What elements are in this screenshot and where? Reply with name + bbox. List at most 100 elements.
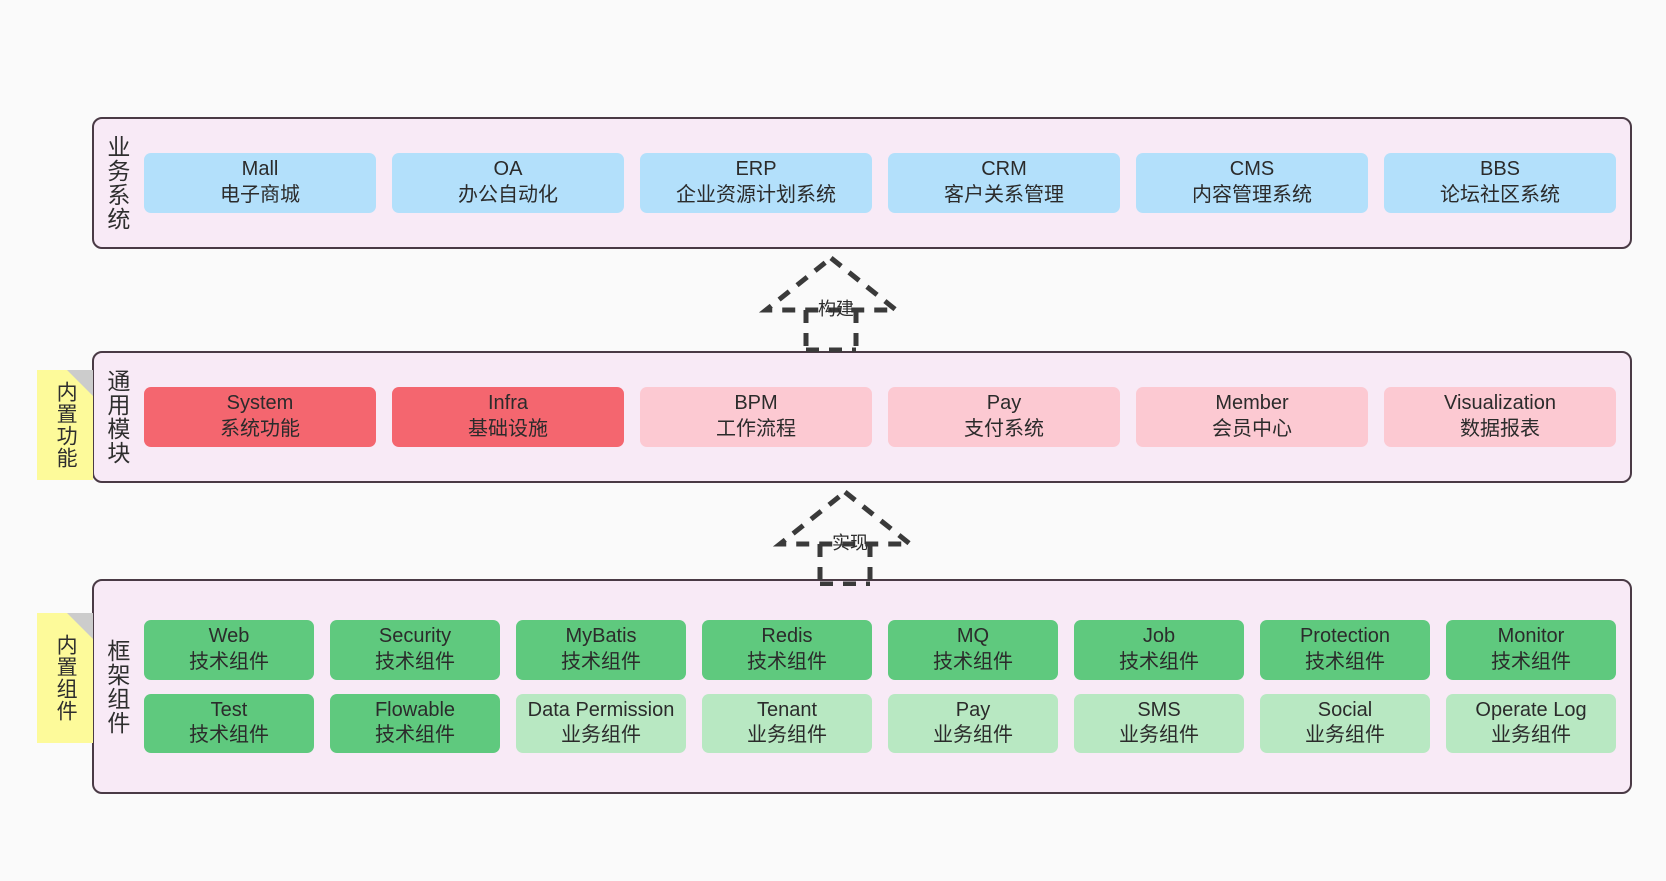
note-builtin-function: 内置功能 <box>37 370 93 480</box>
component-card-sms[interactable]: SMS 业务组件 <box>1074 693 1244 753</box>
component-card-subtitle: 技术组件 <box>561 650 641 673</box>
component-card-subtitle: 技术组件 <box>375 650 455 673</box>
component-card-title: Web <box>208 625 250 648</box>
component-card-bpm[interactable]: BPM 工作流程 <box>640 387 872 447</box>
component-card-subtitle: 技术组件 <box>1119 650 1199 673</box>
component-card-pay[interactable]: Pay 业务组件 <box>888 693 1058 753</box>
component-card-subtitle: 技术组件 <box>375 724 455 747</box>
layer-title-framework-component: 框架组件 <box>103 638 130 735</box>
connector-implement-label: 实现 <box>832 533 868 553</box>
component-card-subtitle: 业务组件 <box>747 724 827 747</box>
layer-title-business-system: 业务系统 <box>103 135 130 231</box>
component-card-subtitle: 工作流程 <box>716 418 796 440</box>
component-card-mall[interactable]: Mall 电子商城 <box>144 153 376 213</box>
component-card-title: Pay <box>955 698 991 721</box>
component-card-title: Social <box>1317 698 1373 721</box>
component-card-subtitle: 业务组件 <box>1119 724 1199 747</box>
component-card-subtitle: 技术组件 <box>1305 650 1385 673</box>
component-card-subtitle: 内容管理系统 <box>1192 184 1312 206</box>
component-card-visualization[interactable]: Visualization 数据报表 <box>1384 387 1616 447</box>
component-card-title: Redis <box>761 625 813 648</box>
component-card-title: BPM <box>734 392 778 415</box>
component-card-title: Member <box>1215 392 1289 415</box>
component-card-cms[interactable]: CMS 内容管理系统 <box>1136 153 1368 213</box>
component-card-title: Security <box>378 625 452 648</box>
component-card-title: Operate Log <box>1475 698 1587 721</box>
component-card-title: MQ <box>956 625 990 648</box>
component-card-title: Flowable <box>374 698 456 721</box>
component-card-subtitle: 企业资源计划系统 <box>676 184 836 206</box>
note-builtin-function-text: 内置功能 <box>54 381 78 469</box>
component-card-title: SMS <box>1137 698 1181 721</box>
connector-implement <box>770 486 920 587</box>
layer-common-module: 通用模块 System 系统功能 Infra 基础设施 BPM 工作流程 Pay 支付系统 Me… <box>92 351 1632 483</box>
component-card-title: System <box>226 392 294 415</box>
component-card-title: Tenant <box>756 698 818 721</box>
note-builtin-component-text: 内置组件 <box>54 634 78 722</box>
component-card-test[interactable]: Test 技术组件 <box>144 693 314 753</box>
connector-build <box>756 252 906 353</box>
component-card-subtitle: 技术组件 <box>1491 650 1571 673</box>
component-card-subtitle: 数据报表 <box>1460 418 1540 440</box>
component-card-title: CRM <box>981 158 1027 181</box>
component-card-subtitle: 业务组件 <box>1305 724 1385 747</box>
component-card-subtitle: 业务组件 <box>561 724 641 747</box>
component-card-title: Mall <box>241 158 279 181</box>
component-card-title: Visualization <box>1444 392 1556 415</box>
component-card-title: BBS <box>1479 158 1521 181</box>
component-card-subtitle: 技术组件 <box>189 724 269 747</box>
component-card-subtitle: 技术组件 <box>747 650 827 673</box>
layer-title-common-module: 通用模块 <box>103 369 130 465</box>
component-card-title: OA <box>493 158 523 181</box>
component-card-operate-log[interactable]: Operate Log 业务组件 <box>1446 693 1616 753</box>
note-builtin-component: 内置组件 <box>37 613 93 743</box>
component-card-title: ERP <box>735 158 777 181</box>
component-card-subtitle: 基础设施 <box>468 418 548 440</box>
component-card-subtitle: 支付系统 <box>964 418 1044 440</box>
component-card-system[interactable]: System 系统功能 <box>144 387 376 447</box>
build-arrow-icon <box>758 254 904 353</box>
component-card-social[interactable]: Social 业务组件 <box>1260 693 1430 753</box>
component-card-subtitle: 业务组件 <box>1491 724 1571 747</box>
component-card-pay[interactable]: Pay 支付系统 <box>888 387 1120 447</box>
component-card-subtitle: 系统功能 <box>220 418 300 440</box>
component-card-erp[interactable]: ERP 企业资源计划系统 <box>640 153 872 213</box>
implement-arrow-icon <box>772 488 918 587</box>
component-card-title: Monitor <box>1497 625 1565 648</box>
component-card-title: Pay <box>986 392 1022 415</box>
component-card-subtitle: 论坛社区系统 <box>1440 184 1560 206</box>
component-card-infra[interactable]: Infra 基础设施 <box>392 387 624 447</box>
component-card-title: Test <box>210 698 248 721</box>
component-card-subtitle: 技术组件 <box>933 650 1013 673</box>
component-card-flowable[interactable]: Flowable 技术组件 <box>330 693 500 753</box>
component-card-title: Infra <box>487 392 529 415</box>
component-card-subtitle: 业务组件 <box>933 724 1013 747</box>
component-card-title: CMS <box>1229 158 1275 181</box>
component-card-bbs[interactable]: BBS 论坛社区系统 <box>1384 153 1616 213</box>
component-card-tenant[interactable]: Tenant 业务组件 <box>702 693 872 753</box>
connector-build-label: 构建 <box>818 299 854 319</box>
component-card-title: Protection <box>1299 625 1391 648</box>
component-card-subtitle: 电子商城 <box>220 184 300 206</box>
